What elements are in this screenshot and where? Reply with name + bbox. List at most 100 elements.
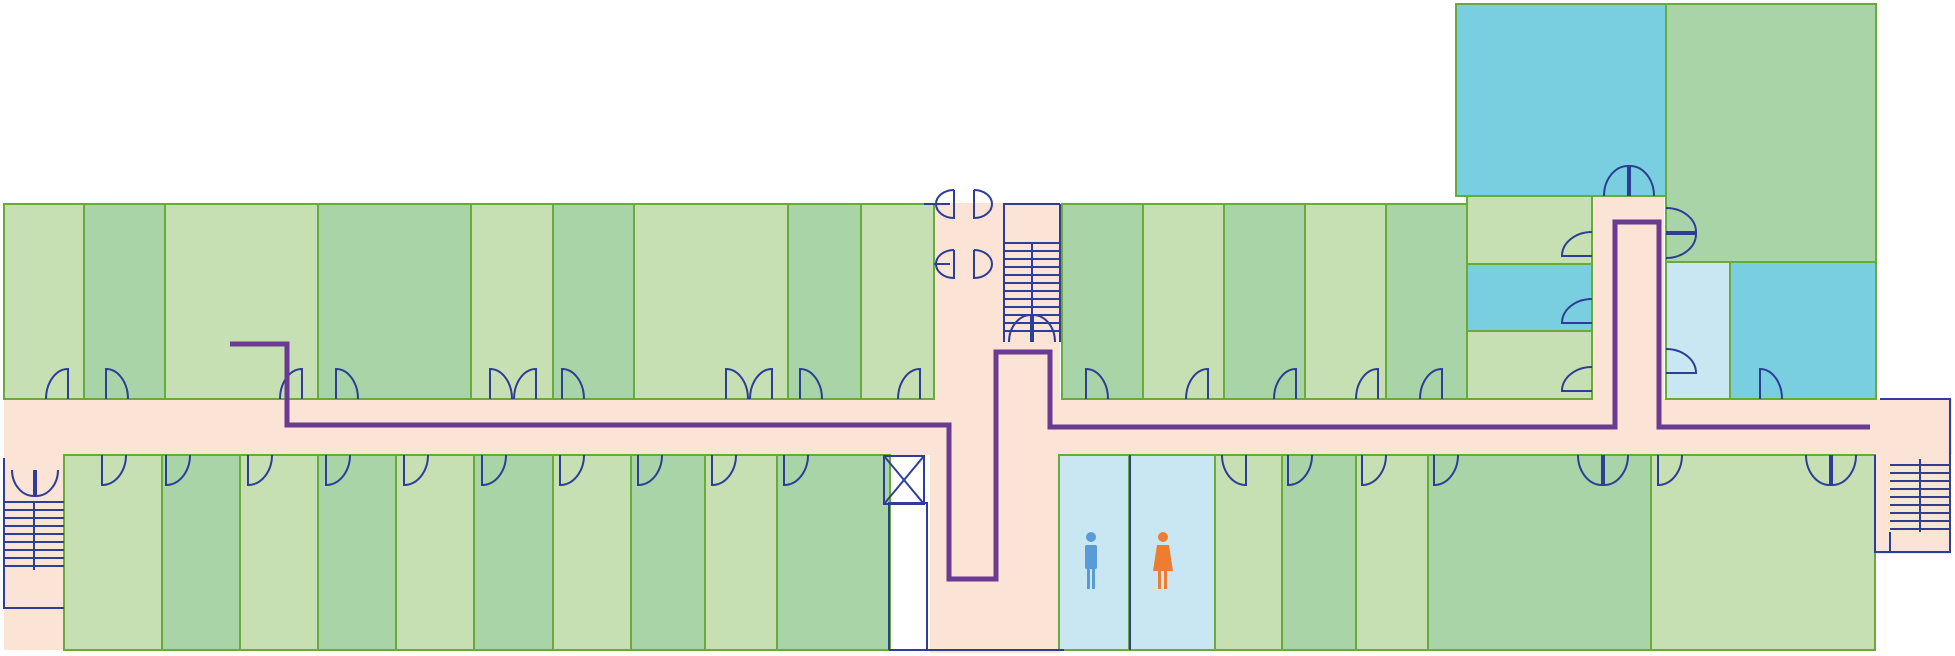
- room: [83, 203, 166, 400]
- room: [1466, 330, 1593, 400]
- door-swing-arc-icon[interactable]: [1560, 298, 1593, 324]
- door-swing-arc-icon[interactable]: [1629, 164, 1655, 197]
- door-swing-arc-icon[interactable]: [1221, 454, 1247, 487]
- man-figure-head: [1086, 532, 1096, 542]
- room: [1142, 203, 1225, 400]
- door-swing-arc-icon[interactable]: [783, 454, 809, 487]
- room: [1355, 454, 1429, 651]
- door-swing-arc-icon[interactable]: [165, 454, 191, 487]
- door-swing-arc-icon[interactable]: [1185, 367, 1209, 400]
- room: [1427, 454, 1652, 651]
- door-swing-arc-icon[interactable]: [1355, 367, 1379, 400]
- door-swing-arc-icon[interactable]: [725, 367, 749, 400]
- room: [1223, 203, 1306, 400]
- room: [1466, 263, 1593, 332]
- corridor-east-spine: [1592, 196, 1664, 401]
- door-swing-arc-icon[interactable]: [1665, 207, 1698, 233]
- room: [164, 203, 319, 400]
- door-swing-arc-icon[interactable]: [513, 367, 537, 400]
- door-swing-arc-icon[interactable]: [1032, 313, 1056, 343]
- door-swing-arc-icon[interactable]: [935, 189, 955, 220]
- room: [317, 454, 397, 651]
- door-swing-arc-icon[interactable]: [45, 367, 69, 400]
- room: [1665, 261, 1731, 400]
- room: [787, 203, 862, 400]
- door-swing-arc-icon[interactable]: [973, 189, 993, 220]
- door-swing-arc-icon[interactable]: [711, 454, 737, 487]
- door-swing-arc-icon[interactable]: [935, 249, 955, 280]
- door-swing-arc-icon[interactable]: [973, 249, 993, 280]
- room: [1385, 203, 1468, 400]
- room: [1455, 3, 1667, 197]
- door-swing-arc-icon[interactable]: [897, 367, 921, 400]
- elevator-cross: [883, 455, 925, 505]
- door-swing-arc-icon[interactable]: [11, 469, 35, 498]
- woman-figure-leg: [1158, 571, 1161, 589]
- door-swing-arc-icon[interactable]: [1665, 233, 1698, 259]
- door-swing-arc-icon[interactable]: [35, 469, 59, 498]
- central-stair: [1004, 242, 1060, 342]
- room: [3, 203, 85, 400]
- rooms-top-west: [3, 203, 935, 400]
- woman-figure-head: [1158, 532, 1168, 542]
- door-swing-arc-icon[interactable]: [1433, 454, 1459, 487]
- east-stair-enclosure: [1874, 398, 1951, 553]
- door-swing-arc-icon[interactable]: [101, 454, 127, 487]
- door-swing-arc-icon[interactable]: [335, 367, 359, 400]
- room: [1650, 454, 1876, 651]
- door-swing-arc-icon[interactable]: [489, 367, 513, 400]
- door-swing-arc-icon[interactable]: [1603, 164, 1629, 197]
- room: [1665, 3, 1877, 263]
- door-swing-arc-icon[interactable]: [1287, 454, 1313, 487]
- staircase-icon: [4, 242, 1950, 570]
- door-swing-arc-icon[interactable]: [1759, 367, 1783, 400]
- room: [161, 454, 241, 651]
- door-swing-arc-icon[interactable]: [481, 454, 507, 487]
- door-swing-arc-icon[interactable]: [1273, 367, 1297, 400]
- door-swing-arc-icon[interactable]: [403, 454, 429, 487]
- door-swing-arc-icon[interactable]: [247, 454, 273, 487]
- room: [1304, 203, 1387, 400]
- door-swing-arc-icon[interactable]: [1665, 348, 1698, 374]
- room: [776, 454, 891, 651]
- door-swing-arc-icon[interactable]: [1805, 454, 1831, 487]
- room: [1466, 195, 1593, 265]
- door-swing-arc-icon[interactable]: [1361, 454, 1387, 487]
- restroom-women: [1128, 454, 1216, 651]
- door-swing-arc-icon[interactable]: [637, 454, 663, 487]
- room: [860, 203, 935, 400]
- room: [704, 454, 778, 651]
- door-swing-arc-icon[interactable]: [799, 367, 823, 400]
- evacuation-route: [230, 219, 1870, 582]
- door-swing-arc-icon[interactable]: [1419, 367, 1443, 400]
- door-swing-arc-icon[interactable]: [1560, 231, 1593, 257]
- door-swing-arc-icon[interactable]: [1657, 454, 1683, 487]
- room: [630, 454, 706, 651]
- door-swing-arc-icon[interactable]: [105, 367, 129, 400]
- rooms-bottom-west: [63, 454, 891, 651]
- woman-figure-icon: [1153, 532, 1173, 589]
- door-swing-arc-icon[interactable]: [325, 454, 351, 487]
- rooms-bottom-east: [1058, 454, 1876, 651]
- room: [395, 454, 475, 651]
- west-stair-enclosure: [3, 458, 64, 609]
- door-swing-arc-icon[interactable]: [1085, 367, 1109, 400]
- door-swing-arc-icon[interactable]: [1008, 313, 1032, 343]
- door-swing-arc-icon[interactable]: [1831, 454, 1857, 487]
- room: [473, 454, 554, 651]
- man-figure-body: [1085, 545, 1097, 569]
- woman-figure-leg: [1164, 571, 1167, 589]
- door-swing-arc-icon[interactable]: [1603, 454, 1629, 487]
- door-swing-arc-icon[interactable]: [561, 367, 585, 400]
- rooms-north-east: [1455, 3, 1877, 400]
- room: [1214, 454, 1283, 651]
- room: [239, 454, 319, 651]
- elevator-shaft-wall: [888, 502, 928, 650]
- door-swing-arc-icon[interactable]: [1560, 366, 1593, 392]
- door-swing-arc-icon[interactable]: [1577, 454, 1603, 487]
- door-swing-arc-icon[interactable]: [559, 454, 585, 487]
- door-swing-arc-icon[interactable]: [749, 367, 773, 400]
- elevator-box: [883, 455, 925, 505]
- elevator-cross-icon: [883, 455, 925, 505]
